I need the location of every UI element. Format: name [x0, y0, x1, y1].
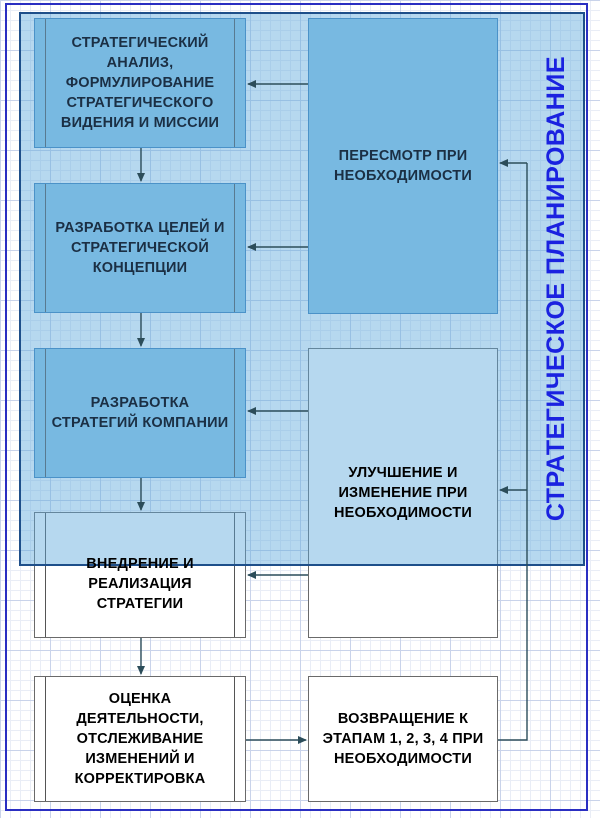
- box-implementation-label: ВНЕДРЕНИЕ И РЕАЛИЗАЦИЯ СТРАТЕГИИ: [86, 556, 194, 612]
- box-evaluation: ОЦЕНКА ДЕЯТЕЛЬНОСТИ, ОТСЛЕЖИВАНИЕ ИЗМЕНЕ…: [34, 676, 246, 802]
- box-implementation: ВНЕДРЕНИЕ И РЕАЛИЗАЦИЯ СТРАТЕГИИ: [34, 512, 246, 638]
- box-review-label: ПЕРЕСМОТР ПРИ НЕОБХОДИМОСТИ: [334, 148, 472, 184]
- box-evaluation-label: ОЦЕНКА ДЕЯТЕЛЬНОСТИ, ОТСЛЕЖИВАНИЕ ИЗМЕНЕ…: [74, 691, 206, 787]
- box-return: ВОЗВРАЩЕНИЕ К ЭТАПАМ 1, 2, 3, 4 ПРИ НЕОБ…: [308, 676, 498, 802]
- box-strategies-development: РАЗРАБОТКА СТРАТЕГИЙ КОМПАНИИ: [34, 348, 246, 478]
- strategic-planning-overlay: [19, 12, 585, 566]
- strategic-planning-label: СТРАТЕГИЧЕСКОЕ ПЛАНИРОВАНИЕ: [529, 12, 583, 566]
- box-review: ПЕРЕСМОТР ПРИ НЕОБХОДИМОСТИ: [308, 18, 498, 314]
- box-improvement-label: УЛУЧШЕНИЕ И ИЗМЕНЕНИЕ ПРИ НЕОБХОДИМОСТИ: [334, 465, 472, 521]
- box-return-label: ВОЗВРАЩЕНИЕ К ЭТАПАМ 1, 2, 3, 4 ПРИ НЕОБ…: [322, 711, 484, 767]
- box-strategies-development-label: РАЗРАБОТКА СТРАТЕГИЙ КОМПАНИИ: [51, 395, 229, 431]
- feedback-line: [498, 163, 528, 741]
- box-improvement: УЛУЧШЕНИЕ И ИЗМЕНЕНИЕ ПРИ НЕОБХОДИМОСТИ: [308, 348, 498, 638]
- box-strategic-analysis-label: СТРАТЕГИЧЕСКИЙ АНАЛИЗ, ФОРМУЛИРОВАНИЕ СТ…: [60, 35, 220, 131]
- box-strategic-analysis: СТРАТЕГИЧЕСКИЙ АНАЛИЗ, ФОРМУЛИРОВАНИЕ СТ…: [34, 18, 246, 148]
- box-goals-development-label: РАЗРАБОТКА ЦЕЛЕЙ И СТРАТЕГИЧЕСКОЙ КОНЦЕП…: [55, 220, 225, 276]
- strategic-planning-label-text: СТРАТЕГИЧЕСКОЕ ПЛАНИРОВАНИЕ: [541, 56, 570, 522]
- box-goals-development: РАЗРАБОТКА ЦЕЛЕЙ И СТРАТЕГИЧЕСКОЙ КОНЦЕП…: [34, 183, 246, 313]
- outer-border: [5, 3, 588, 811]
